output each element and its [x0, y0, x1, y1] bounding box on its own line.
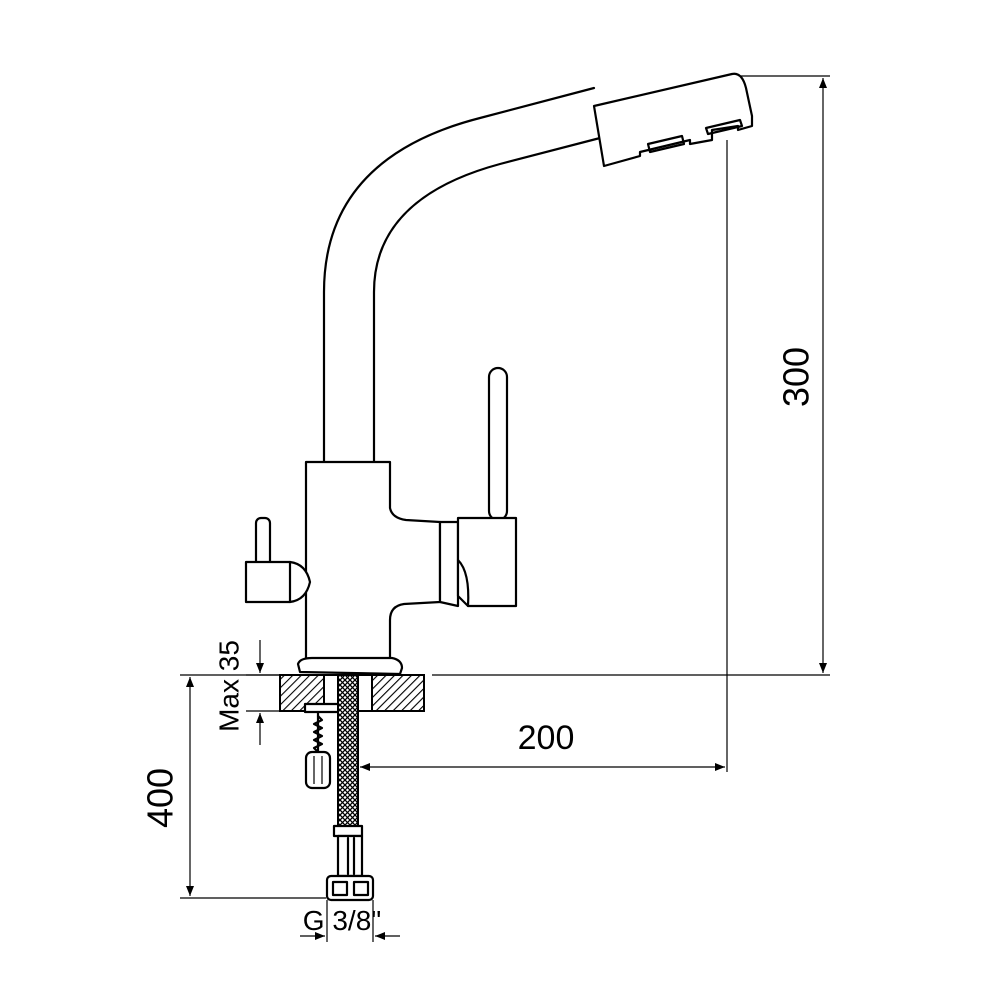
thread-label: G 3/8"	[303, 905, 381, 936]
filter-lever	[244, 516, 312, 604]
faucet-body	[304, 460, 460, 662]
hose-label: 400	[140, 768, 181, 828]
dimension-thread: G 3/8"	[300, 900, 400, 942]
dimension-height: 300	[432, 75, 830, 676]
mounting-stud	[303, 702, 343, 790]
countertop-label: Max 35	[214, 640, 245, 732]
spout-head	[592, 72, 754, 168]
dimension-reach: 200	[360, 140, 728, 772]
dimension-countertop: Max 35	[214, 640, 282, 745]
flex-hose	[332, 674, 364, 878]
dimension-hose: 400	[140, 674, 326, 899]
reach-label: 200	[518, 719, 575, 757]
hose-nut	[325, 874, 375, 902]
spout	[322, 86, 602, 464]
height-label: 300	[776, 347, 817, 407]
base-flange	[296, 656, 404, 676]
main-lever	[456, 366, 518, 608]
